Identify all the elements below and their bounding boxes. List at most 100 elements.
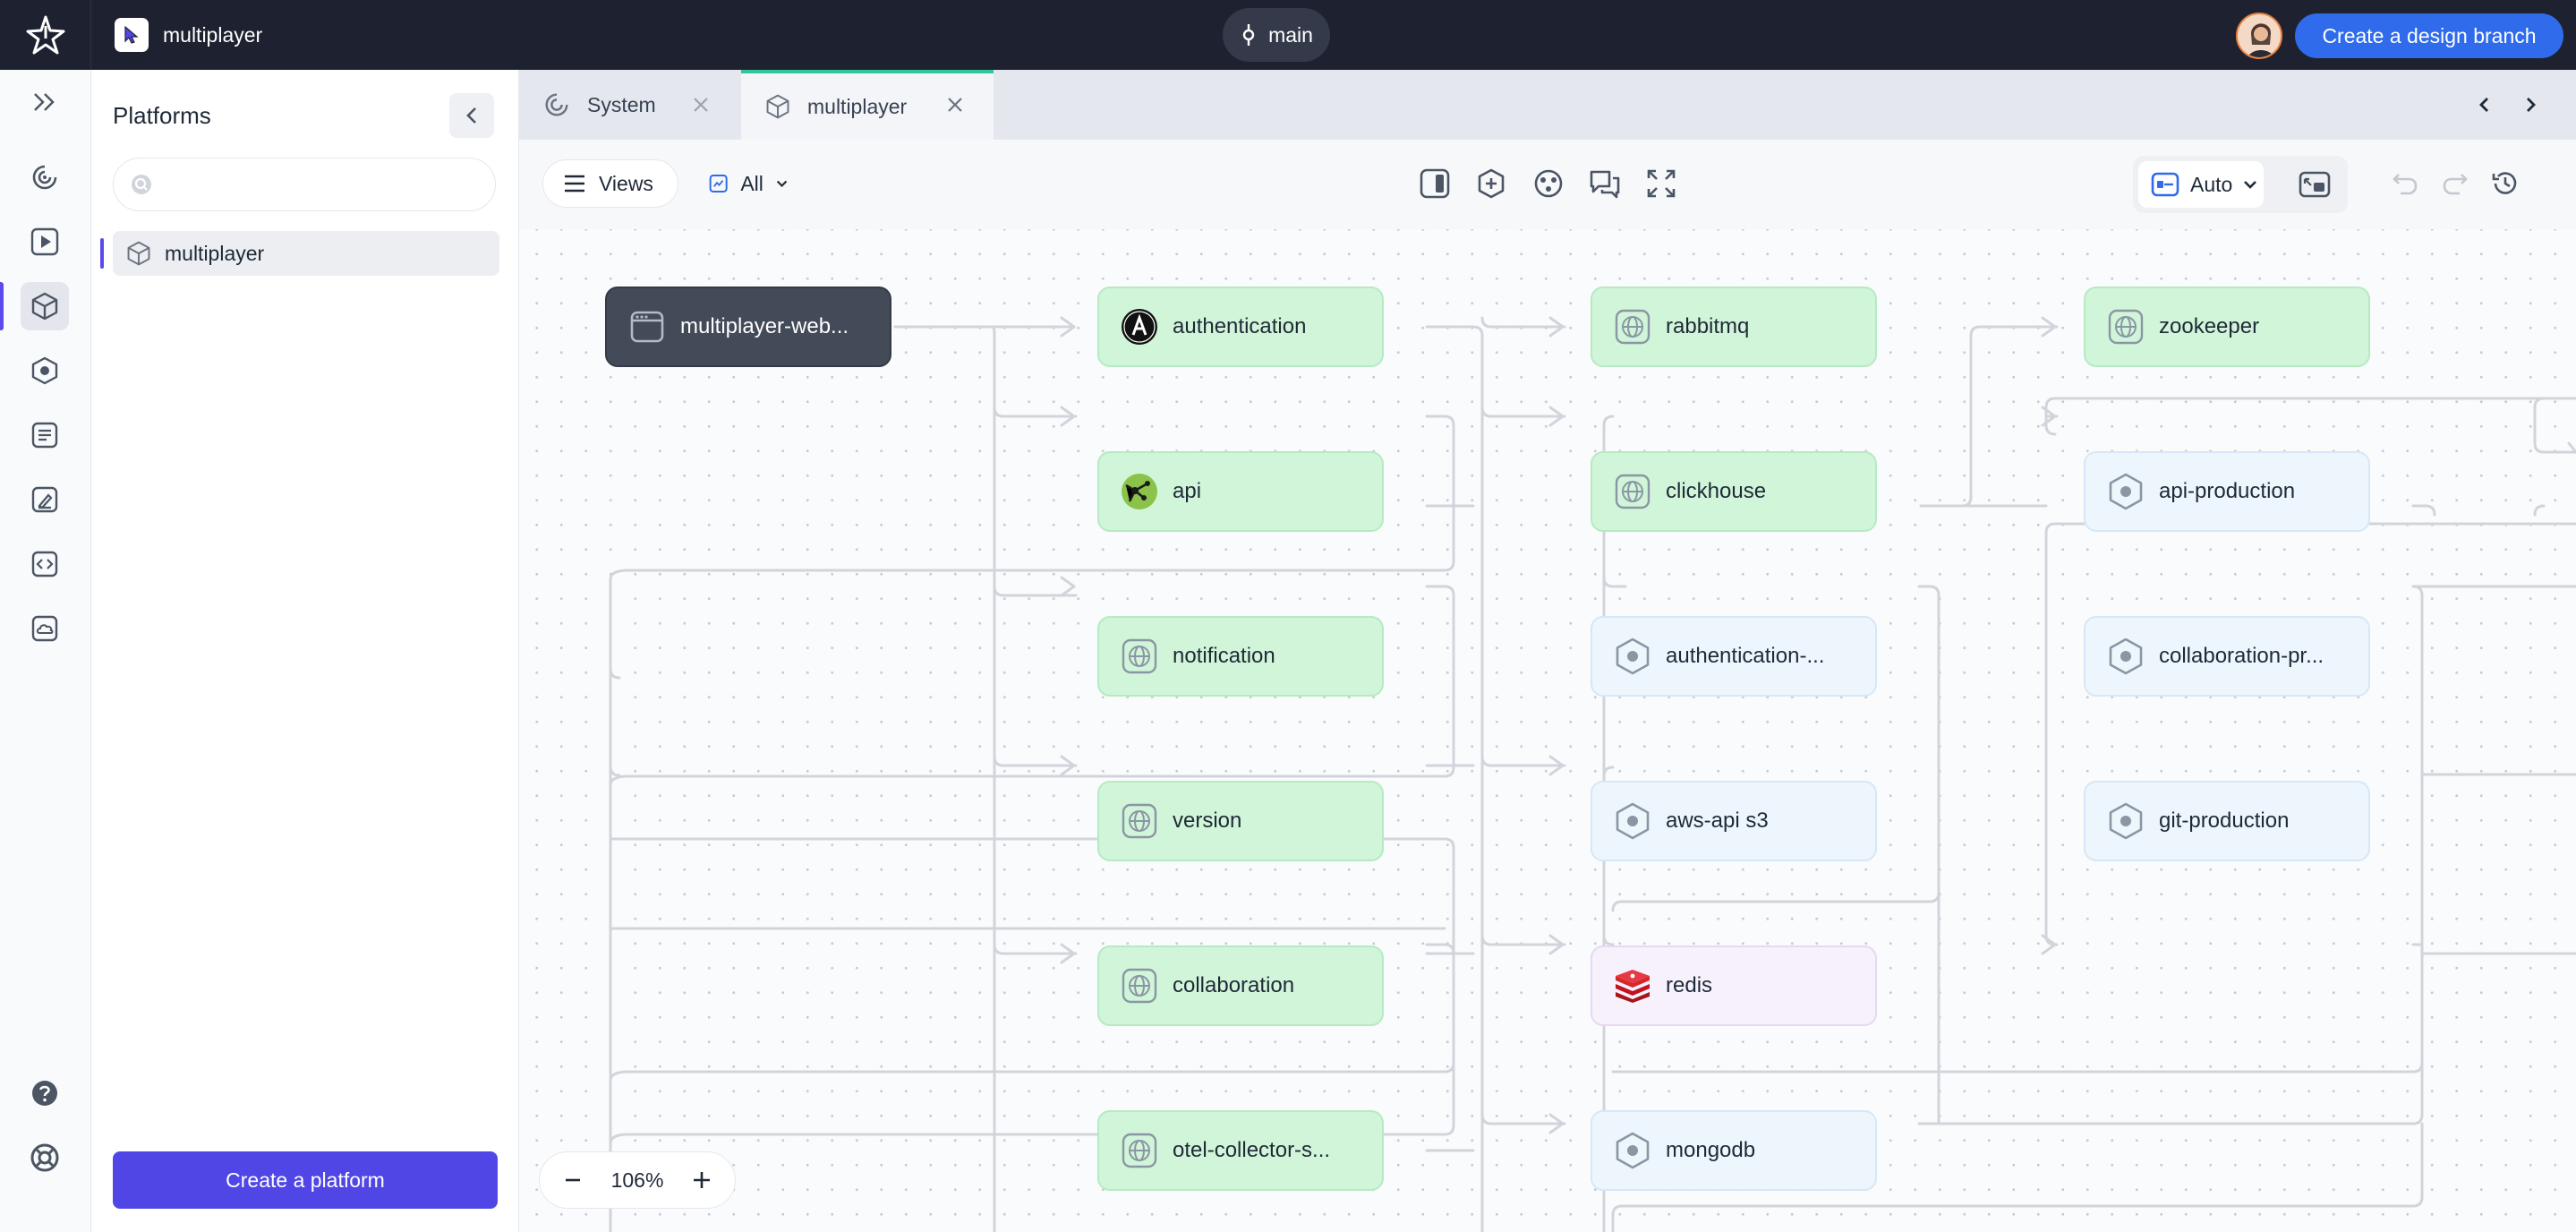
undo-icon[interactable] xyxy=(2384,163,2426,204)
platform-icon[interactable] xyxy=(0,282,69,330)
dashboard-icon xyxy=(545,93,568,116)
layout-icon xyxy=(2151,172,2179,197)
node-otel-collector[interactable]: otel-collector-s... xyxy=(1097,1110,1384,1191)
node-redis[interactable]: redis xyxy=(1591,945,1877,1026)
browser-icon xyxy=(628,308,666,346)
globe-icon xyxy=(1614,473,1651,510)
minimap-icon[interactable] xyxy=(2294,164,2335,205)
hexagon-icon xyxy=(2107,473,2145,510)
openid-icon xyxy=(1121,308,1158,346)
search-box[interactable] xyxy=(113,158,496,211)
avatar[interactable] xyxy=(2236,13,2282,59)
tab-system[interactable]: System xyxy=(519,70,741,140)
globe-icon xyxy=(1121,637,1158,675)
cube-icon xyxy=(766,94,789,119)
globe-icon xyxy=(2107,308,2145,346)
node-authentication[interactable]: authentication xyxy=(1097,287,1384,367)
zoom-out-icon[interactable] xyxy=(559,1167,586,1194)
hexagon-icon xyxy=(1614,1132,1651,1169)
cube-icon xyxy=(127,241,150,266)
close-icon[interactable] xyxy=(689,93,712,116)
hexagon-icon xyxy=(2107,802,2145,840)
play-icon[interactable] xyxy=(21,218,69,266)
node-aws-api-s3[interactable]: aws-api s3 xyxy=(1591,781,1877,861)
node-label: api-production xyxy=(2159,479,2296,503)
node-api[interactable]: api xyxy=(1097,451,1384,532)
app-switcher[interactable]: multiplayer xyxy=(115,18,262,52)
panel-title: Platforms xyxy=(113,102,211,129)
hexagon-icon xyxy=(1614,637,1651,675)
close-icon[interactable] xyxy=(943,93,967,116)
node-label: authentication-... xyxy=(1666,644,1825,668)
globe-icon xyxy=(1121,802,1158,840)
notes-icon[interactable] xyxy=(21,411,69,459)
platforms-panel: Platforms multiplayer Create a platform xyxy=(91,70,519,1232)
views-label: Views xyxy=(599,171,653,195)
fullscreen-icon[interactable] xyxy=(1641,163,1682,204)
node-label: version xyxy=(1173,808,1242,833)
comments-icon[interactable] xyxy=(1584,163,1625,204)
api-icon xyxy=(1121,473,1158,510)
platform-list-item[interactable]: multiplayer xyxy=(100,231,499,276)
node-version[interactable]: version xyxy=(1097,781,1384,861)
chevron-down-icon xyxy=(776,180,788,187)
zoom-control: 106% xyxy=(539,1151,736,1209)
chevron-right-icon[interactable] xyxy=(2517,91,2544,118)
node-clickhouse[interactable]: clickhouse xyxy=(1591,451,1877,532)
history-icon[interactable] xyxy=(2485,163,2526,204)
node-rabbitmq[interactable]: rabbitmq xyxy=(1591,287,1877,367)
globe-icon xyxy=(1121,1132,1158,1169)
node-git-production[interactable]: git-production xyxy=(2084,781,2370,861)
tab-multiplayer[interactable]: multiplayer xyxy=(741,70,994,140)
node-authentication-infra[interactable]: authentication-... xyxy=(1591,616,1877,697)
globe-icon xyxy=(1614,308,1651,346)
panel-toggle-icon[interactable] xyxy=(1414,163,1455,204)
node-collaboration[interactable]: collaboration xyxy=(1097,945,1384,1026)
views-button[interactable]: Views xyxy=(542,159,678,208)
node-label: api xyxy=(1173,479,1202,503)
create-platform-button[interactable]: Create a platform xyxy=(113,1151,498,1209)
support-icon[interactable] xyxy=(21,1134,69,1182)
node-mongodb[interactable]: mongodb xyxy=(1591,1110,1877,1191)
node-web[interactable]: multiplayer-web... xyxy=(605,287,891,367)
zoom-level: 106% xyxy=(610,1168,664,1192)
logo-icon[interactable] xyxy=(0,0,91,70)
group-icon[interactable] xyxy=(1528,163,1569,204)
active-marker xyxy=(0,282,4,330)
layout-dropdown[interactable]: Auto xyxy=(2138,161,2264,208)
node-collaboration-production[interactable]: collaboration-pr... xyxy=(2084,616,2370,697)
platform-item-label: multiplayer xyxy=(165,241,265,265)
redo-icon[interactable] xyxy=(2435,163,2476,204)
node-label: git-production xyxy=(2159,808,2290,833)
globe-icon xyxy=(1121,967,1158,1005)
filter-dropdown[interactable]: All xyxy=(689,159,807,208)
node-label: notification xyxy=(1173,644,1275,668)
node-zookeeper[interactable]: zookeeper xyxy=(2084,287,2370,367)
cloud-icon[interactable] xyxy=(21,604,69,653)
layout-group: Auto xyxy=(2133,156,2348,213)
node-label: redis xyxy=(1666,973,1713,997)
nav-rail xyxy=(0,70,91,1232)
dashboard-icon[interactable] xyxy=(21,153,69,201)
branch-selector[interactable]: main xyxy=(1223,8,1330,62)
chevron-left-icon[interactable] xyxy=(2471,91,2498,118)
collapse-panel-button[interactable] xyxy=(449,93,494,138)
branch-name: main xyxy=(1268,22,1313,47)
expand-icon[interactable] xyxy=(21,78,69,126)
code-icon[interactable] xyxy=(21,540,69,588)
component-icon[interactable] xyxy=(21,346,69,395)
menu-icon xyxy=(565,175,584,192)
zoom-in-icon[interactable] xyxy=(688,1167,715,1194)
diagram-canvas[interactable]: Views All Auto xyxy=(519,140,2576,1232)
add-node-icon[interactable] xyxy=(1471,163,1512,204)
app-name: multiplayer xyxy=(163,22,263,47)
node-notification[interactable]: notification xyxy=(1097,616,1384,697)
sketch-icon[interactable] xyxy=(21,475,69,524)
node-label: aws-api s3 xyxy=(1666,808,1769,833)
filter-icon xyxy=(709,174,728,193)
node-api-production[interactable]: api-production xyxy=(2084,451,2370,532)
help-icon[interactable] xyxy=(21,1069,69,1117)
hexagon-icon xyxy=(2107,637,2145,675)
create-design-branch-button[interactable]: Create a design branch xyxy=(2295,13,2563,58)
search-input[interactable] xyxy=(162,173,484,196)
